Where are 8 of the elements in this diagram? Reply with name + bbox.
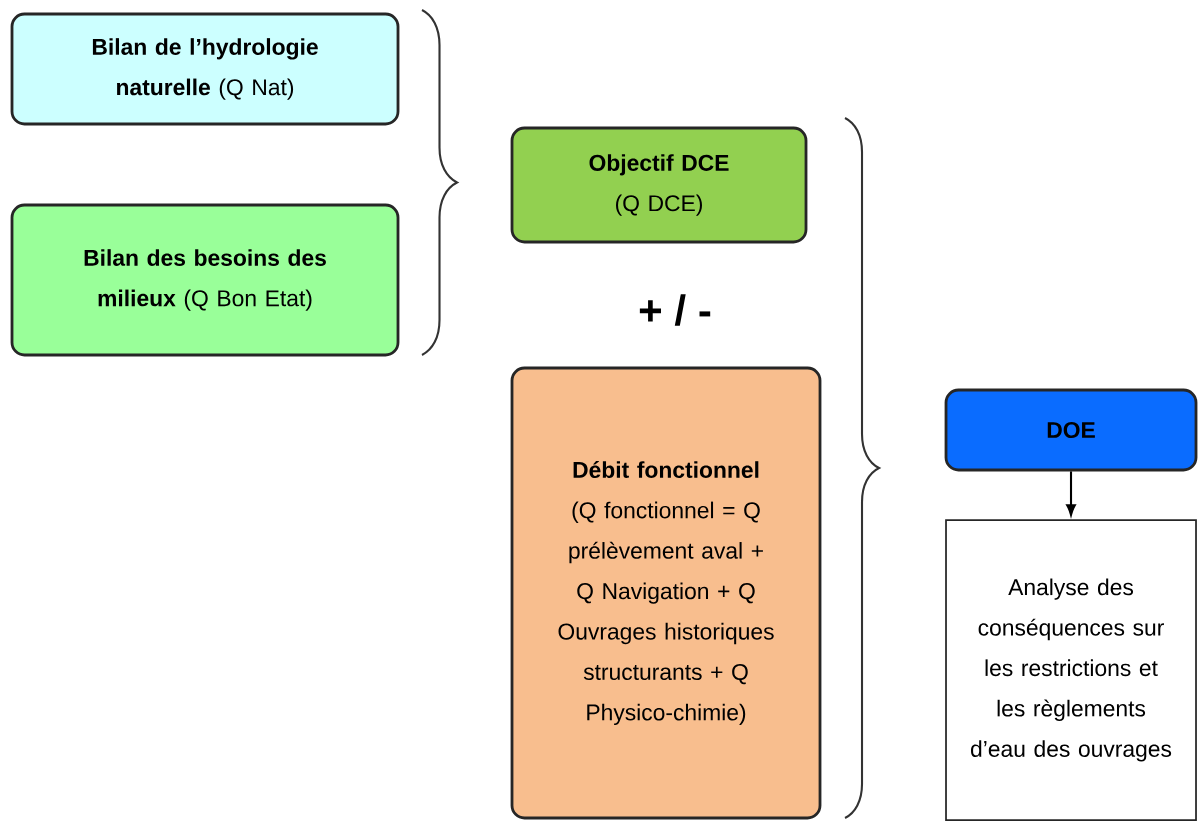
operator-label: + / -: [639, 294, 711, 326]
text-box: Analyse des conséquences sur les restrictions et les règlements d’eau des ouvrages: [945, 519, 1197, 821]
rounded-box: Bilan de l’hydrologie naturelle (Q Nat): [10, 12, 400, 126]
rounded-box: Bilan des besoins des milieux (Q Bon Etat): [10, 203, 400, 357]
rounded-box: Objectif DCE (Q DCE): [510, 126, 808, 244]
rounded-box: DOE: [944, 388, 1198, 472]
arrow: [1066, 471, 1076, 516]
rounded-box: Débit fonctionnel (Q fonctionnel = Q prélèvement aval + Q Navigation + Q Ouvrages historiques structurants + Q Physico-chimie): [510, 366, 822, 820]
